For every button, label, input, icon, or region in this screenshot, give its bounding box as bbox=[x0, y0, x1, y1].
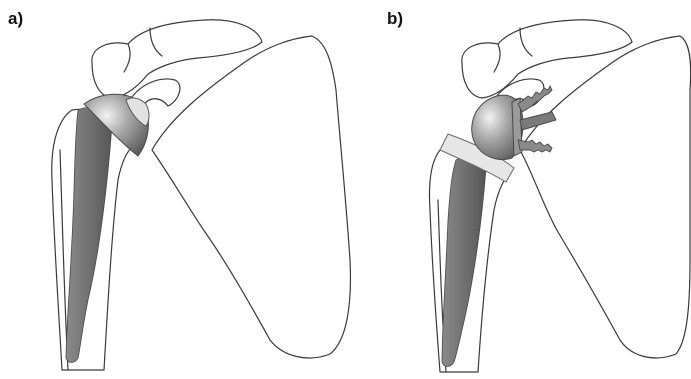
panel-b-reverse-prosthesis bbox=[429, 20, 690, 372]
scapula-b bbox=[520, 36, 691, 358]
panel-a-anatomical-prosthesis bbox=[52, 20, 351, 370]
scapula bbox=[152, 36, 350, 358]
